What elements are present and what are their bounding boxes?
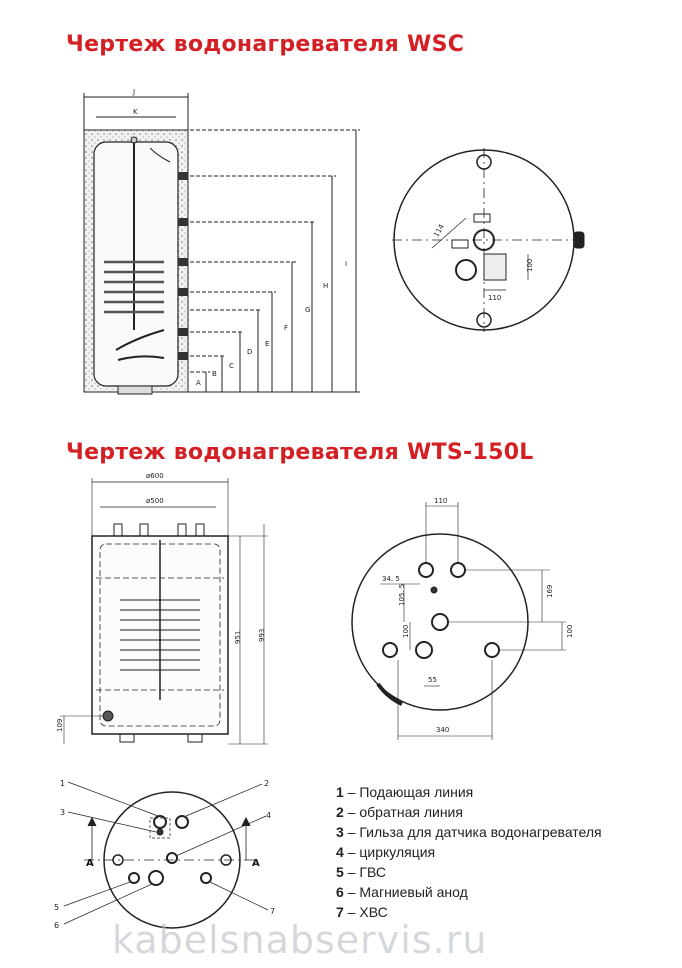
side-connections <box>178 172 188 360</box>
dim-34-5: 34. 5 <box>382 575 400 583</box>
wsc-front-view <box>83 93 360 395</box>
dim-K: K <box>133 108 138 116</box>
wts-top-view <box>351 502 566 740</box>
dim-C: C <box>229 362 234 370</box>
dim-J: J <box>132 88 135 96</box>
callout-4: 4 <box>266 811 271 820</box>
dim-F: F <box>284 324 288 332</box>
dim-B: B <box>212 370 217 378</box>
schematic-callouts: 1 2 3 4 5 6 7 A A <box>54 779 275 930</box>
dim-d500: ø500 <box>146 497 164 505</box>
dim-100: 100 <box>526 259 534 272</box>
dim-I: I <box>345 260 347 268</box>
legend: 1 – Подающая линия 2 – обратная линия 3 … <box>336 782 602 922</box>
callout-7: 7 <box>270 907 275 916</box>
legend-item: 6 – Магниевый анод <box>336 884 468 900</box>
legend-item: 1 – Подающая линия <box>336 784 474 800</box>
callout-2: 2 <box>264 779 269 788</box>
dim-H: H <box>323 282 328 290</box>
callout-5: 5 <box>54 903 59 912</box>
dim-d600: ø600 <box>146 472 164 480</box>
dim-110: 110 <box>434 497 447 505</box>
wsc-top-view <box>392 148 585 332</box>
dim-110: 110 <box>488 294 501 302</box>
schematic-view <box>63 781 269 929</box>
dim-A: A <box>196 379 201 387</box>
dim-55: 55 <box>428 676 437 684</box>
legend-item: 4 – циркуляция <box>336 844 436 860</box>
wts-top-dim-labels: 110 34. 5 105. 5 169 100 100 55 340 <box>382 497 574 734</box>
dim-169: 169 <box>546 585 554 598</box>
heating-coil <box>104 260 164 314</box>
callout-1: 1 <box>60 779 65 788</box>
dim-E: E <box>265 340 269 348</box>
dim-114: 114 <box>432 222 446 238</box>
dim-D: D <box>247 348 252 356</box>
wts-dim-labels: ø600 ø500 951 993 109 <box>56 472 266 732</box>
section-mark-a-left: A <box>86 858 94 869</box>
dim-100-right: 100 <box>566 625 574 638</box>
dim-340: 340 <box>436 726 449 734</box>
legend-item: 7 – ХВС <box>336 904 388 920</box>
title-wts: Чертеж водонагревателя WTS-150L <box>66 440 534 465</box>
legend-item: 3 – Гильза для датчика водонагревателя <box>336 824 602 840</box>
wsc-dim-labels: J K I H G F E D C B A <box>132 88 347 387</box>
callout-3: 3 <box>60 808 65 817</box>
wts-front-view <box>60 478 268 745</box>
legend-item: 5 – ГВС <box>336 864 386 880</box>
section-mark-a-right: A <box>252 858 260 869</box>
watermark: kabelsnabservis.ru <box>112 918 488 962</box>
callout-6: 6 <box>54 921 59 930</box>
dim-G: G <box>305 306 310 314</box>
dim-993: 993 <box>258 629 266 642</box>
dim-951: 951 <box>234 631 242 644</box>
dim-109: 109 <box>56 719 64 732</box>
dim-100-left: 100 <box>402 625 410 638</box>
title-wsc: Чертеж водонагревателя WSC <box>66 32 465 57</box>
legend-item: 2 – обратная линия <box>336 804 463 820</box>
dim-105-5: 105. 5 <box>398 584 406 606</box>
